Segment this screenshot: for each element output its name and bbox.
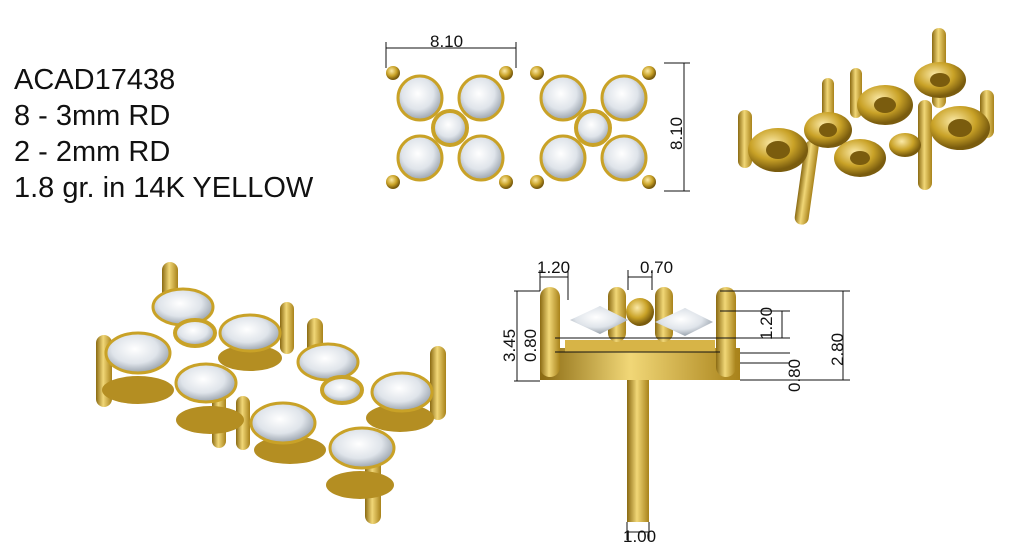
diamond xyxy=(104,287,434,470)
dim-side-1-20-right: 1.20 xyxy=(757,306,776,340)
dim-side-2-80: 2.80 xyxy=(828,332,847,366)
back-view-render xyxy=(738,28,994,225)
stone-spec-3mm: 8 - 3mm RD xyxy=(14,100,171,132)
prong-ball xyxy=(386,66,513,189)
dim-top-width: 8.10 xyxy=(430,32,464,51)
side-view-drawing xyxy=(514,270,850,540)
dim-side-0-70: 0.70 xyxy=(640,258,674,277)
front-view-render xyxy=(96,262,446,524)
dim-side-0-80-right: 0.80 xyxy=(785,358,804,392)
top-view-left-cluster xyxy=(385,42,517,189)
product-code: ACAD17438 xyxy=(14,64,176,96)
diamond xyxy=(396,74,505,182)
weight-metal-spec: 1.8 gr. in 14K YELLOW xyxy=(14,172,314,204)
dim-top-height: 8.10 xyxy=(667,116,686,150)
spec-block: ACAD17438 8 - 3mm RD 2 - 2mm RD 1.8 gr. … xyxy=(14,62,313,206)
dim-side-1-20-left: 1.20 xyxy=(537,258,571,277)
top-view-right-cluster xyxy=(530,62,690,192)
dim-side-3-45: 3.45 xyxy=(500,328,519,362)
dim-side-0-80-left: 0.80 xyxy=(521,328,540,362)
dim-post-1-00: 1.00 xyxy=(623,527,657,546)
stone-spec-2mm: 2 - 2mm RD xyxy=(14,136,171,168)
